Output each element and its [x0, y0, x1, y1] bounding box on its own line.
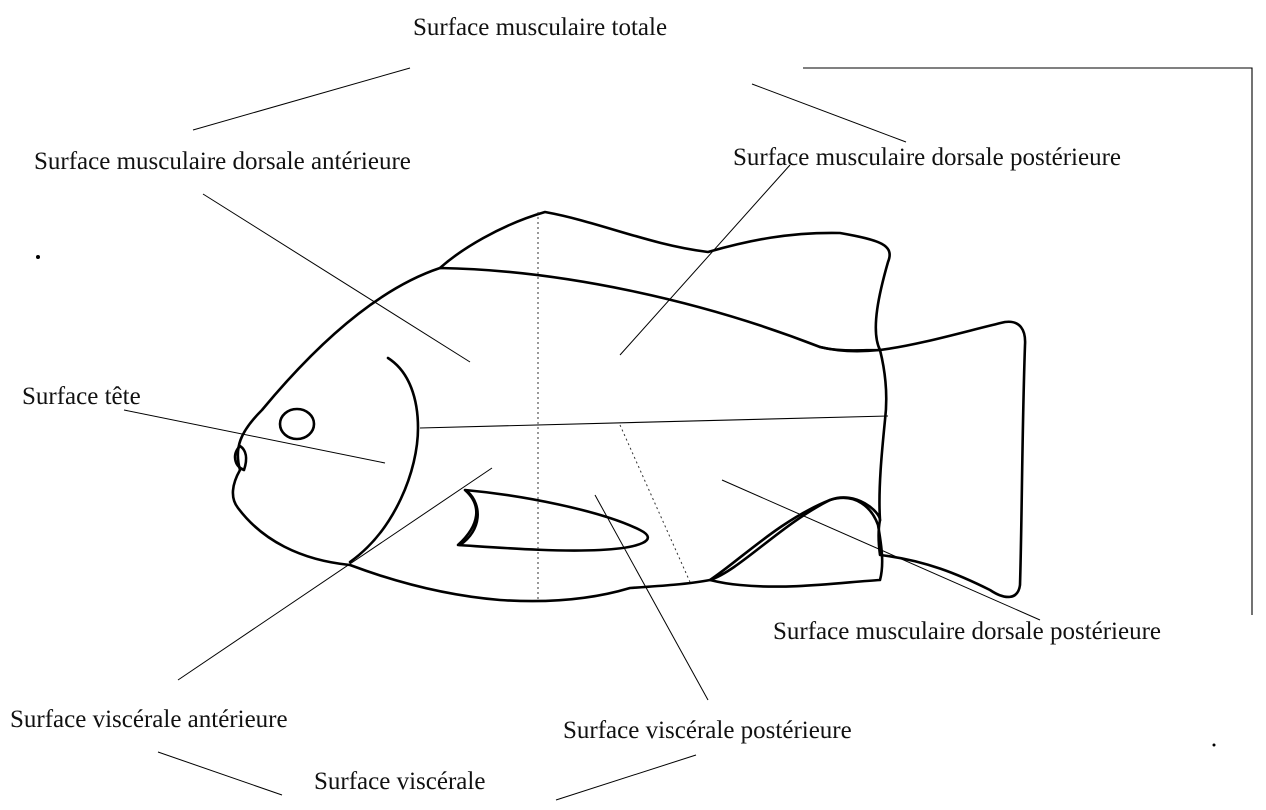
- label-head: Surface tête: [22, 382, 141, 412]
- leader-total-left: [193, 68, 410, 130]
- stray-dot: [1213, 744, 1216, 747]
- label-total-muscle: Surface musculaire totale: [413, 13, 667, 43]
- label-visceral-posterior: Surface viscérale postérieure: [563, 716, 852, 746]
- leader-visceral-anterior: [178, 468, 492, 680]
- gill-cover-line: [350, 358, 418, 562]
- leader-visceral-posterior: [595, 495, 708, 700]
- leader-dorsal-anterior: [203, 194, 470, 362]
- pectoral-fin: [458, 490, 648, 551]
- leader-visceral-left: [158, 752, 282, 795]
- label-dorsal-posterior-top: Surface musculaire dorsale postérieure: [733, 143, 1121, 173]
- label-dorsal-posterior-bottom: Surface musculaire dorsale postérieure: [773, 617, 1161, 647]
- leader-total-right: [752, 84, 906, 142]
- label-visceral-total: Surface viscérale: [314, 767, 485, 797]
- label-dorsal-anterior: Surface musculaire dorsale antérieure: [34, 147, 411, 177]
- label-visceral-anterior: Surface viscérale antérieure: [10, 705, 288, 735]
- anal-fin: [710, 498, 882, 587]
- caudal-fin: [879, 322, 1026, 597]
- eye: [280, 409, 314, 439]
- dorsal-fin: [440, 212, 890, 350]
- horizontal-midline: [420, 416, 888, 428]
- leader-visceral-right: [556, 755, 696, 800]
- stray-dot: [36, 255, 40, 259]
- leader-dorsal-posterior-bottom: [722, 480, 1040, 620]
